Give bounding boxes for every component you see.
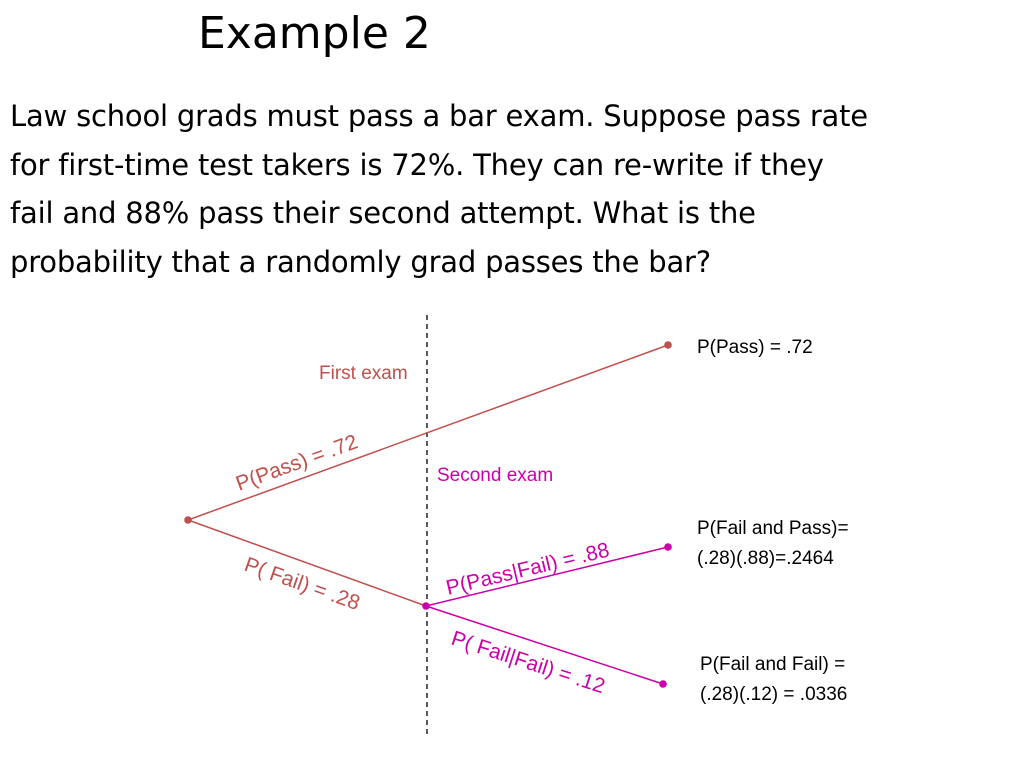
branch-line-fail (187, 519, 427, 607)
branch-line-pass-given-fail (425, 546, 669, 607)
outcome-fail-pass-line: (.28)(.88)=.2464 (697, 548, 834, 569)
outcome-fail-pass-line: P(Fail and Pass)= (697, 518, 849, 539)
second-exam-label: Second exam (437, 465, 553, 486)
fail-fail-node (659, 680, 667, 688)
first-exam-label: First exam (319, 363, 408, 384)
fail-pass-node (664, 543, 672, 551)
problem-line: Law school grads must pass a bar exam. S… (10, 99, 868, 133)
branch-label-pass-given-fail: P(Pass|Fail) = .88 (444, 538, 612, 599)
branch-label-pass: P(Pass) = .72 (233, 430, 361, 495)
fail-node (422, 602, 430, 610)
branch-label-fail: P( Fail) = .28 (241, 553, 363, 615)
problem-line: fail and 88% pass their second attempt. … (10, 196, 756, 230)
problem-line: probability that a randomly grad passes … (10, 244, 711, 279)
slide-title: Example 2 (198, 8, 431, 59)
outcome-pass: P(Pass) = .72 (697, 337, 813, 358)
root-node (184, 516, 192, 524)
branch-line-fail-given-fail (425, 605, 664, 685)
problem-statement: Law school grads must pass a bar exam. S… (10, 92, 1010, 286)
pass-node (664, 341, 672, 349)
branch-label-fail-given-fail: P( Fail|Fail) = .12 (448, 627, 607, 698)
branch-line-pass (187, 344, 669, 521)
outcome-fail-fail-line: P(Fail and Fail) = (700, 654, 845, 675)
problem-line: for first-time test takers is 72%. They … (10, 147, 824, 182)
outcome-fail-fail-line: (.28)(.12) = .0336 (700, 684, 847, 705)
